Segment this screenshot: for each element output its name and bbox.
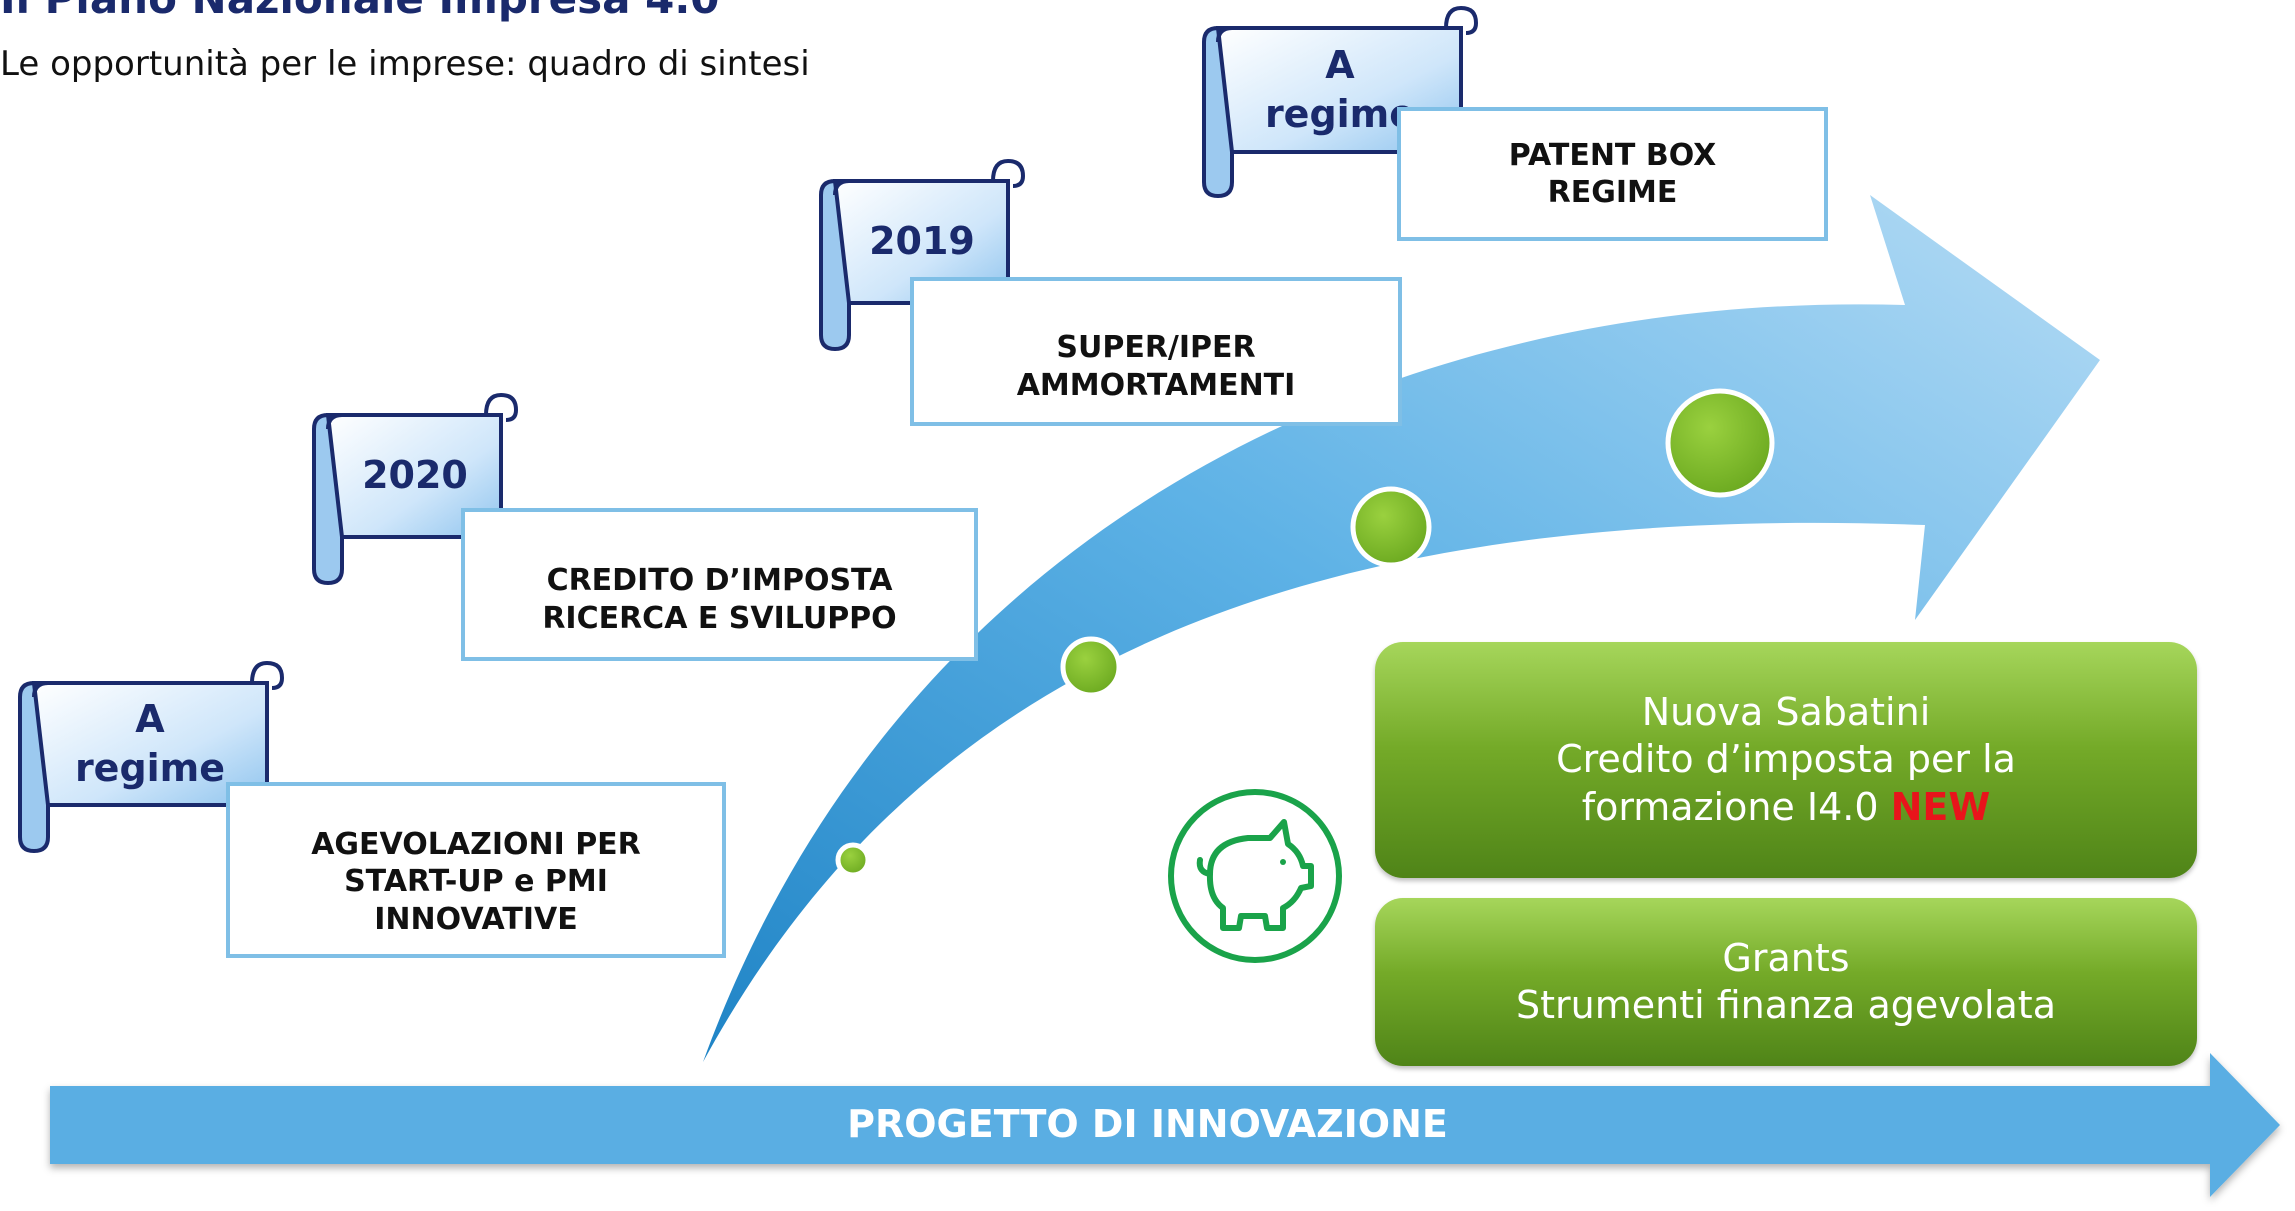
bottom-arrow-label: PROGETTO DI INNOVAZIONE: [847, 1102, 1448, 1146]
milestone-4-box: PATENT BOX REGIME: [1397, 107, 1828, 241]
page-title: Il Piano Nazionale Impresa 4.0: [0, 0, 720, 23]
milestone-2-box: CREDITO D’IMPOSTA RICERCA E SVILUPPO: [461, 508, 978, 661]
milestone-1-box: AGEVOLAZIONI PER START-UP e PMI INNOVATI…: [226, 782, 726, 958]
curve-dot-2: [1060, 636, 1122, 698]
scroll-badge-1: [18, 660, 285, 854]
curve-dot-4: [1665, 388, 1775, 498]
bottom-progress-arrow: [50, 1053, 2280, 1197]
curve-dot-1: [835, 842, 871, 878]
page-subtitle: Le opportunità per le imprese: quadro di…: [0, 44, 810, 84]
scroll-badge-2: [312, 392, 519, 586]
funding-box-sabatini: Nuova Sabatini Credito d’imposta per la …: [1375, 642, 2197, 878]
funding-box-grants: Grants Strumenti finanza agevolata: [1375, 898, 2197, 1066]
scroll-badge-3: [819, 158, 1026, 352]
milestone-3-period: 2019: [869, 219, 975, 264]
curve-dot-3: [1350, 486, 1432, 568]
piggy-bank-icon: [1168, 789, 1342, 963]
new-badge: NEW: [1890, 784, 1991, 829]
milestone-3-box: SUPER/IPER AMMORTAMENTI: [910, 277, 1402, 426]
milestone-2-period: 2020: [362, 453, 468, 498]
